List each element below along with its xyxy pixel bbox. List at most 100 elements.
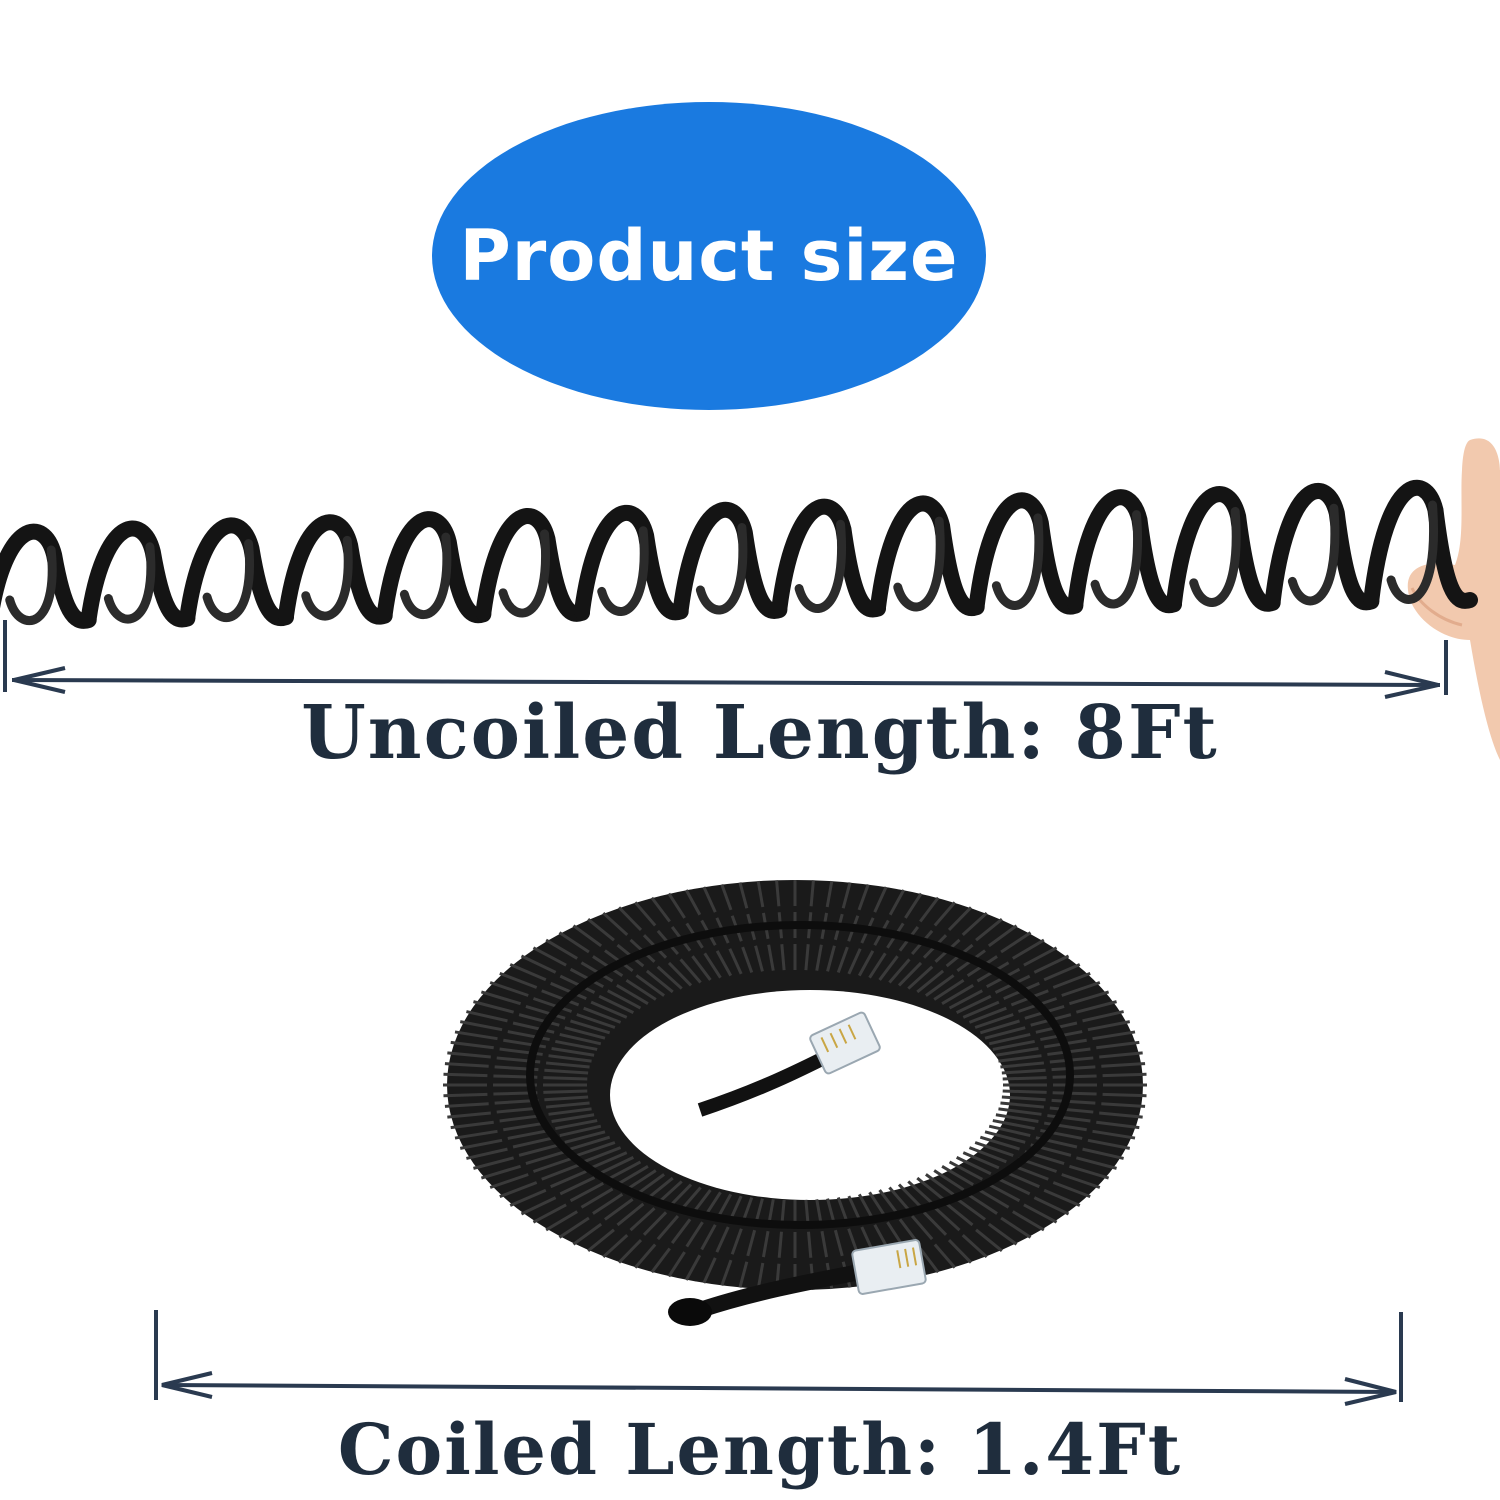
coil-ring-ridge bbox=[975, 917, 1003, 942]
coil-ring-ridge bbox=[532, 1157, 573, 1173]
coil-ring-ridge bbox=[702, 1257, 717, 1284]
coil-ring-ridge bbox=[507, 1030, 550, 1042]
coil-ring-ridge bbox=[466, 1147, 508, 1160]
coil-ring-ridge bbox=[617, 1238, 643, 1264]
coil-ring-ridge bbox=[587, 1228, 615, 1253]
coiled-dimension-line bbox=[154, 1310, 1403, 1406]
coiled-cable bbox=[443, 880, 1147, 1326]
coil-ring-ridge bbox=[607, 1160, 642, 1181]
coil-ring-ridge bbox=[807, 1231, 813, 1258]
coil-ring-ridge bbox=[1082, 1010, 1124, 1023]
coil-ring-ridge bbox=[544, 1095, 589, 1102]
coil-ring-ridge bbox=[720, 883, 733, 911]
coil-ring-ridge bbox=[499, 971, 538, 989]
coil-ring-ridge bbox=[904, 892, 923, 919]
coil-ring-ridge bbox=[1051, 1098, 1096, 1105]
coil-ring-ridge bbox=[1049, 1106, 1094, 1114]
coil-ring-ridge bbox=[617, 906, 643, 932]
coil-ring-ridge bbox=[987, 1222, 1018, 1246]
coil-ring-ridge bbox=[1052, 1091, 1097, 1096]
coil-ring-ridge bbox=[956, 1198, 986, 1221]
coil-ring-ridge bbox=[650, 1247, 671, 1274]
cable-coil-back bbox=[498, 529, 551, 618]
coil-ring-ridge bbox=[925, 1173, 955, 1196]
coil-ring-ridge bbox=[684, 889, 702, 916]
coil-ring-ridge bbox=[550, 981, 587, 1000]
coil-ring-ridge bbox=[580, 1187, 614, 1209]
stretched-cable bbox=[0, 479, 1478, 629]
coil-ring-ridge bbox=[559, 1124, 602, 1137]
coil-ring-ridge bbox=[836, 946, 849, 974]
coil-ring-ridge bbox=[756, 1262, 765, 1290]
coil-ring-ridge bbox=[728, 948, 743, 975]
coil-ring-ridge bbox=[1001, 1068, 1046, 1075]
coil-ring-ridge bbox=[804, 944, 810, 971]
coil-ring-ridge bbox=[1075, 1156, 1117, 1170]
coil-ring-ridge bbox=[548, 1107, 592, 1116]
coil-ring-ridge bbox=[857, 950, 875, 977]
coil-ring-ridge bbox=[1047, 1114, 1091, 1123]
coil-ring-ridge bbox=[525, 1005, 566, 1020]
cable-coil-back bbox=[1386, 500, 1439, 604]
coil-ring-ridge bbox=[1068, 990, 1110, 1006]
cable-coil-back bbox=[1189, 506, 1241, 607]
coil-ring-ridge bbox=[897, 961, 923, 987]
coil-ring-ridge bbox=[916, 969, 945, 994]
coil-ring-ridge bbox=[700, 1224, 717, 1251]
coil-ring-ridge bbox=[656, 1214, 680, 1241]
coil-ring-ridge bbox=[998, 1054, 1042, 1063]
coil-ring-ridge bbox=[780, 944, 786, 971]
coil-ring-ridge bbox=[543, 1089, 588, 1094]
coil-ring-ridge bbox=[1012, 938, 1045, 960]
coil-ring-ridge bbox=[979, 1019, 1020, 1035]
coil-ring-ridge bbox=[715, 1226, 730, 1253]
coil-ring-ridge bbox=[1099, 1051, 1143, 1059]
coil-ring-ridge bbox=[1101, 1102, 1146, 1108]
coil-ring-ridge bbox=[934, 1207, 961, 1232]
coil-ring-ridge bbox=[945, 1202, 974, 1227]
coil-ring-ridge bbox=[443, 1092, 488, 1098]
coil-ring-ridge bbox=[570, 1135, 611, 1151]
coil-ring-ridge bbox=[590, 1151, 628, 1170]
coil-ring-ridge bbox=[961, 1234, 988, 1259]
coil-ring-ridge bbox=[616, 1202, 645, 1227]
coil-ring-ridge bbox=[916, 1176, 945, 1201]
cable-coil-back bbox=[301, 535, 353, 621]
coil-ring-ridge bbox=[459, 1138, 503, 1150]
coil-ring-ridge bbox=[1012, 1210, 1045, 1232]
coil-ring-ridge bbox=[520, 1196, 557, 1216]
coil-ring-ridge bbox=[1033, 1196, 1070, 1216]
coil-ring-ridge bbox=[841, 882, 852, 909]
coil-ring-ridge bbox=[507, 1128, 550, 1140]
coil-ring-ridge bbox=[1092, 1030, 1136, 1041]
coil-ring-ridge bbox=[444, 1102, 489, 1108]
coil-ring-ridge bbox=[868, 952, 887, 979]
coil-ring-ridge bbox=[910, 1214, 934, 1241]
coil-ring-ridge bbox=[572, 924, 603, 948]
coiled-length-label: Coiled Length: 1.4Ft bbox=[337, 1408, 1183, 1491]
coil-ring-ridge bbox=[815, 944, 823, 971]
cable-coil-loop bbox=[376, 511, 492, 624]
cable-coil-back bbox=[597, 526, 649, 616]
coil-ring-ridge bbox=[1087, 1020, 1131, 1032]
coil-ring-ridge bbox=[833, 1229, 844, 1257]
coil-ring-ridge bbox=[738, 1261, 749, 1288]
coil-ring-ridge bbox=[569, 1182, 604, 1203]
coil-ring-ridge bbox=[809, 880, 815, 907]
coil-ring-ridge bbox=[984, 1130, 1026, 1144]
cable-coil-back bbox=[991, 513, 1044, 610]
coil-ring-ridge bbox=[836, 1196, 849, 1224]
coil-ring-ridge bbox=[986, 1182, 1021, 1203]
coil-ring-ridge bbox=[825, 880, 834, 908]
coil-ring-ridge bbox=[443, 1072, 488, 1078]
coil-ring-ridge bbox=[473, 1156, 515, 1170]
coil-ring-ridge bbox=[558, 1216, 590, 1239]
coil-ring-ridge bbox=[466, 1010, 508, 1023]
coil-ring-ridge bbox=[587, 917, 615, 942]
coil-ring-ridge bbox=[541, 989, 580, 1007]
cable-coil-back bbox=[202, 539, 255, 623]
coil-ring-ridge bbox=[590, 1000, 628, 1019]
coil-ring-ridge bbox=[499, 1114, 543, 1123]
coil-ring-ridge bbox=[1043, 963, 1081, 982]
coil-ring-ridge bbox=[746, 1229, 757, 1257]
